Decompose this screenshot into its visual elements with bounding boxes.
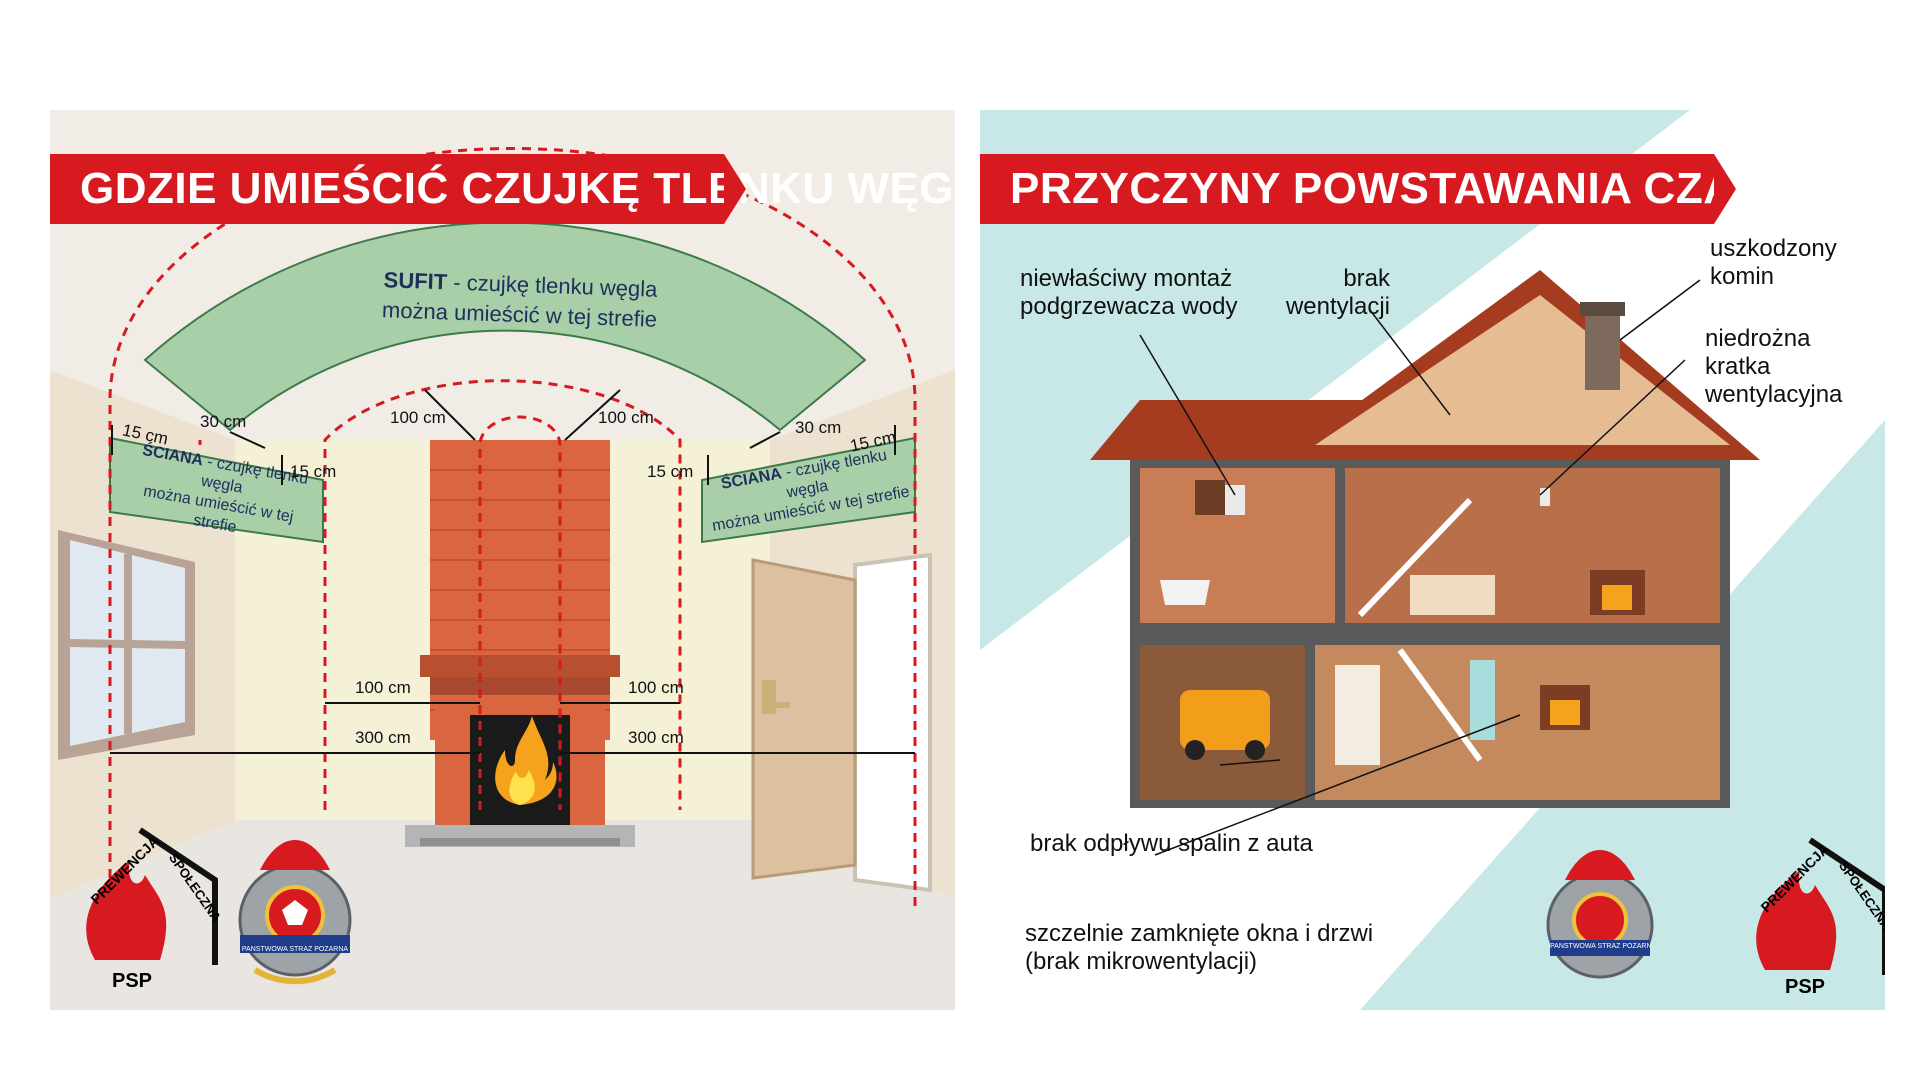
ceiling-label-bold: SUFIT <box>383 267 448 295</box>
ceiling-label-line1: - czujkę tlenku węgla <box>446 269 658 302</box>
label-blocked-grille: niedrożna kratka wentylacyjna <box>1705 325 1842 409</box>
room-illustration <box>50 146 955 1010</box>
dim-15-right-inner: 15 cm <box>647 462 694 481</box>
window-icon <box>58 530 195 760</box>
right-title: PRZYCZYNY POWSTAWANIA CZADU <box>1010 164 1801 213</box>
living-window <box>1470 660 1495 740</box>
car-icon <box>1180 690 1270 750</box>
label-no-ventilation-line2: wentylacji <box>1285 293 1390 320</box>
dim-30-left: 30 cm <box>200 412 247 431</box>
measurement-arrows <box>110 389 915 754</box>
psp-emblem <box>238 840 352 985</box>
dim-300-right: 300 cm <box>628 728 684 747</box>
label-water-heater: niewłaściwy montaż podgrzewacza wody <box>1020 265 1237 321</box>
label-blocked-grille-line1: niedrożna <box>1705 325 1811 352</box>
bed-icon <box>1410 575 1495 615</box>
logo-text-bottom-left: PSP <box>112 970 153 992</box>
dim-300-left: 300 cm <box>355 728 411 747</box>
wall-zone-right <box>701 436 916 544</box>
bathroom-window <box>1195 480 1225 515</box>
dim-100-right: 100 cm <box>628 678 684 697</box>
chimney-icon <box>1585 310 1620 390</box>
logo-text-bottom-right: PSP <box>1785 976 1826 998</box>
label-damaged-chimney-line2: komin <box>1710 263 1775 290</box>
fireplace-icon <box>405 440 635 847</box>
emblem-text-left: PAŃSTWOWA STRAŻ POŻARNA <box>241 946 349 953</box>
interior-door <box>1335 665 1380 765</box>
dim-15-left-inner: 15 cm <box>290 462 337 481</box>
left-infographic-panel: GDZIE UMIEŚCIĆ CZUJKĘ TLENKU WĘGLA? SUFI… <box>50 110 955 1010</box>
ceiling-label: SUFIT - czujkę tlenku węgla można umieśc… <box>359 264 681 335</box>
label-water-heater-line2: podgrzewacza wody <box>1020 293 1238 320</box>
open-door-icon <box>751 552 932 893</box>
living-room <box>1315 645 1720 800</box>
bathtub-icon <box>1160 580 1210 605</box>
right-infographic-panel: PRZYCZYNY POWSTAWANIA CZADU niewłaściwy … <box>980 110 1885 1010</box>
label-car-exhaust: brak odpływu spalin z auta <box>1030 830 1313 857</box>
leader-lines <box>1139 279 1701 856</box>
left-title: GDZIE UMIEŚCIĆ CZUJKĘ TLENKU WĘGLA? <box>80 164 955 213</box>
label-blocked-grille-line2: kratka <box>1705 353 1771 380</box>
dim-100-left: 100 cm <box>355 678 411 697</box>
placement-boundaries <box>108 146 917 910</box>
label-no-ventilation-line1: brak <box>1343 265 1390 292</box>
prewencja-logo-right <box>1756 837 1885 975</box>
right-title-banner: PRZYCZYNY POWSTAWANIA CZADU <box>980 154 1800 224</box>
dim-30-right: 30 cm <box>795 418 842 437</box>
house-illustration <box>980 110 1885 1010</box>
label-no-ventilation: brak wentylacji <box>1280 265 1390 321</box>
psp-emblem-right <box>1546 850 1654 979</box>
ceiling-label-line2: można umieścić w tej strefie <box>381 297 658 332</box>
label-damaged-chimney-line1: uszkodzony <box>1710 235 1837 262</box>
label-closed-windows: szczelnie zamknięte okna i drzwi (brak m… <box>1025 920 1373 976</box>
vent-grille-icon <box>1540 488 1550 506</box>
ceiling-zone <box>143 221 867 432</box>
staircase-lower <box>1397 648 1483 762</box>
label-closed-windows-line2: (brak mikrowentylacji) <box>1025 948 1258 975</box>
staircase-upper <box>1357 497 1473 618</box>
label-blocked-grille-line3: wentylacyjna <box>1705 381 1843 408</box>
prewencja-logo <box>86 827 218 965</box>
attic <box>1315 295 1730 445</box>
label-damaged-chimney: uszkodzony komin <box>1710 235 1837 291</box>
bedroom <box>1345 468 1720 623</box>
label-closed-windows-line1: szczelnie zamknięte okna i drzwi <box>1025 920 1374 947</box>
dim-100-ceiling-right: 100 cm <box>598 408 654 427</box>
water-heater-icon <box>1225 485 1245 515</box>
dim-100-ceiling-left: 100 cm <box>390 408 446 427</box>
emblem-text-right: PAŃSTWOWA STRAŻ POŻARNA <box>1550 943 1650 950</box>
left-title-banner: GDZIE UMIEŚCIĆ CZUJKĘ TLENKU WĘGLA? <box>50 154 955 224</box>
label-water-heater-line1: niewłaściwy montaż <box>1020 265 1233 292</box>
